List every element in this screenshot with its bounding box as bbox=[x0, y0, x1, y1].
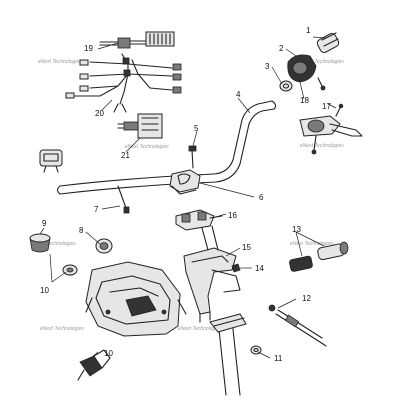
callout-5: 5 bbox=[194, 124, 199, 133]
callout-11: 11 bbox=[274, 354, 283, 363]
part-5-bolt bbox=[188, 145, 197, 169]
part-13-grip-inserts bbox=[289, 241, 349, 272]
part-20-wiring-harness bbox=[65, 53, 182, 113]
callout-7: 7 bbox=[94, 205, 99, 214]
watermark-text: eNext Technologies bbox=[40, 326, 84, 332]
part-17-brake-lever bbox=[299, 103, 363, 155]
callout-19: 19 bbox=[84, 44, 93, 53]
callout-8: 8 bbox=[79, 226, 84, 235]
callout-10-upper: 10 bbox=[40, 286, 49, 295]
callout-6: 6 bbox=[259, 193, 264, 202]
part-14-fastener bbox=[231, 263, 241, 273]
callout-4: 4 bbox=[236, 90, 241, 99]
part-12-cable-end bbox=[268, 304, 327, 347]
callout-10-lower: 10 bbox=[104, 349, 113, 358]
leader-lines bbox=[39, 36, 337, 365]
watermark-text: eNext Technologies bbox=[290, 241, 334, 247]
callout-13: 13 bbox=[292, 225, 301, 234]
callout-15: 15 bbox=[242, 243, 251, 252]
part-16-clamp bbox=[175, 209, 223, 231]
part-2-throttle-housing bbox=[287, 54, 317, 83]
watermark-text: eNext Technologies bbox=[300, 143, 344, 149]
part-19-connector bbox=[99, 31, 175, 49]
callout-9: 9 bbox=[42, 219, 47, 228]
callout-16: 16 bbox=[228, 211, 237, 220]
part-8-bushing bbox=[95, 238, 113, 254]
part-10-console-cover bbox=[85, 261, 187, 337]
part-15-column-bracket bbox=[183, 225, 241, 323]
callout-12: 12 bbox=[302, 294, 311, 303]
part-3-ring bbox=[279, 80, 293, 92]
steering-shaft bbox=[209, 313, 247, 396]
callout-2: 2 bbox=[279, 44, 284, 53]
callout-21: 21 bbox=[121, 151, 130, 160]
part-21-module bbox=[117, 113, 163, 139]
part-10-switch bbox=[77, 349, 111, 381]
watermark-text: eNext Technologies bbox=[32, 241, 76, 247]
callout-3: 3 bbox=[265, 62, 270, 71]
watermark-text: eNext Technologies bbox=[300, 59, 344, 65]
callout-20: 20 bbox=[95, 109, 104, 118]
part-6-handlebar-clamp bbox=[169, 169, 201, 195]
watermark-text: eNext Technologies bbox=[178, 326, 222, 332]
callout-18: 18 bbox=[300, 96, 309, 105]
part-gauge bbox=[39, 149, 63, 173]
part-1-grip bbox=[316, 32, 340, 53]
part-18-screw bbox=[317, 77, 326, 91]
callout-labels: 1 2 3 4 5 6 7 8 9 10 10 11 12 13 14 15 1… bbox=[40, 26, 331, 363]
part-7-long-bolt bbox=[117, 185, 130, 214]
watermark-text: eNext Technologies bbox=[38, 59, 82, 65]
watermark-text: eNext Technologies bbox=[125, 144, 169, 150]
part-10-grommet bbox=[62, 264, 78, 276]
callout-14: 14 bbox=[255, 264, 264, 273]
callout-1: 1 bbox=[306, 26, 311, 35]
callout-17: 17 bbox=[322, 102, 331, 111]
part-9-cap bbox=[29, 233, 51, 253]
